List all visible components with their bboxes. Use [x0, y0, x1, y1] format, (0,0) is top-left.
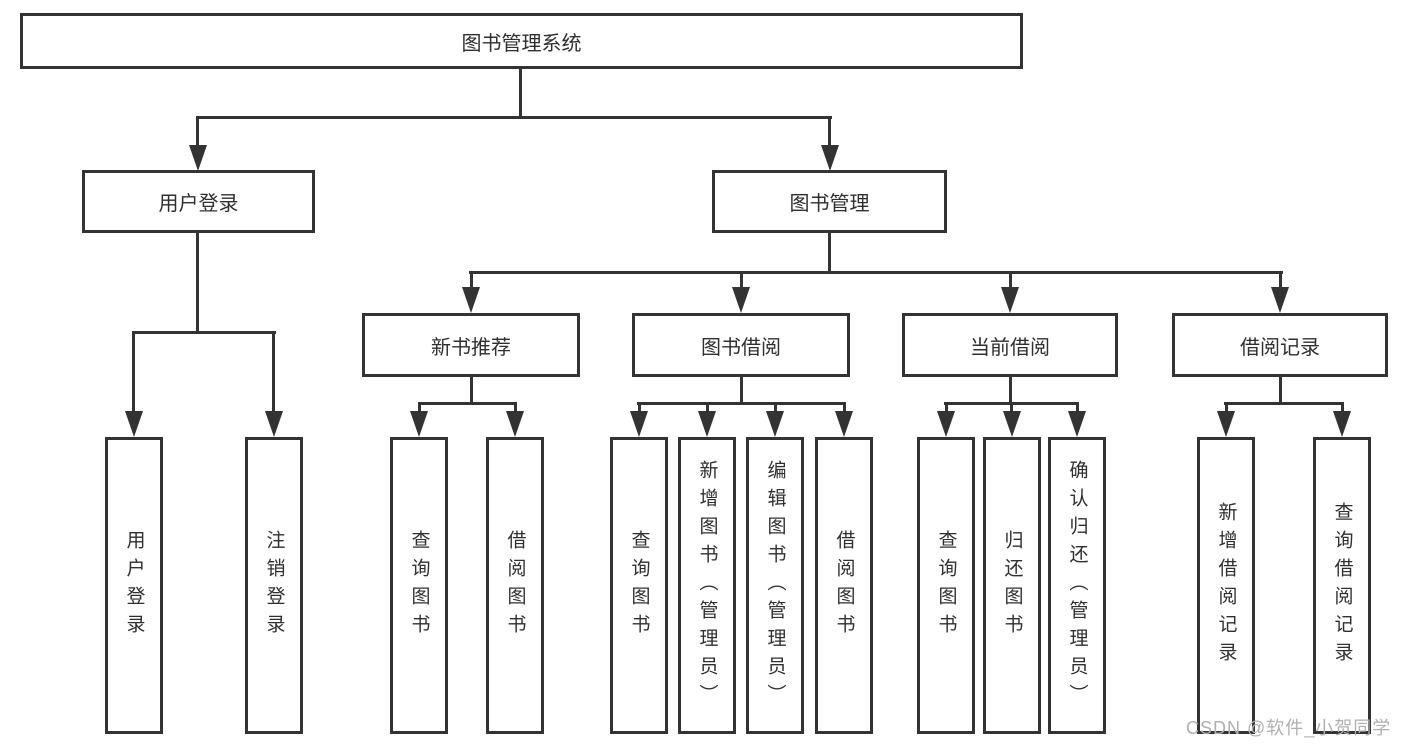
arrowhead-down [1001, 287, 1019, 313]
connector-line [828, 233, 831, 274]
arrowhead-down [1217, 411, 1235, 437]
connector-line [637, 402, 846, 405]
connector-line [1279, 271, 1282, 289]
connector-line [272, 331, 275, 411]
node-label: 新增借阅记录 [1215, 501, 1237, 670]
connector-line [828, 116, 831, 146]
connector-line [1279, 377, 1282, 404]
node-label: 查询借阅记录 [1331, 501, 1353, 670]
connector-line [132, 331, 135, 411]
node-label: 借阅记录 [1240, 336, 1320, 359]
arrowhead-down [265, 411, 283, 437]
node-borrow-books: 借阅图书 [815, 437, 873, 734]
connector-line [196, 116, 199, 146]
connector-line [519, 69, 522, 117]
connector-line [196, 233, 199, 333]
connector-line [740, 271, 743, 289]
arrowhead-down [1271, 287, 1289, 313]
arrowhead-down [630, 411, 648, 437]
node-borrow-books: 借阅图书 [486, 437, 544, 734]
connector-line [1225, 402, 1228, 412]
arrowhead-down [698, 411, 716, 437]
node-label: 用户登录 [158, 193, 239, 215]
node-return-books: 归还图书 [983, 437, 1041, 734]
node-label: 编辑图书（管理员） [764, 459, 786, 712]
node-query-books: 查询图书 [917, 437, 975, 734]
arrowhead-down [506, 411, 524, 437]
connector-line [1341, 402, 1344, 412]
node-label: 查询图书 [408, 529, 430, 642]
node-label: 图书管理 [789, 193, 870, 215]
arrowhead-down [189, 145, 207, 171]
node-current-borrow: 当前借阅 [902, 313, 1118, 377]
watermark-csdn: CSDN @软件_小贺同学 [1186, 718, 1392, 738]
arrowhead-down [1068, 411, 1086, 437]
node-label: 注销登录 [263, 529, 285, 642]
node-library-system: 图书管理系统 [20, 13, 1023, 69]
node-new-book-recommend: 新书推荐 [362, 313, 580, 377]
node-book-borrow: 图书借阅 [632, 313, 850, 377]
arrowhead-down [821, 145, 839, 171]
node-query-borrow-record: 查询借阅记录 [1313, 437, 1371, 734]
node-label: 图书借阅 [701, 336, 781, 359]
node-add-borrow-record: 新增借阅记录 [1197, 437, 1255, 734]
connector-line [638, 402, 641, 412]
connector-line [1009, 271, 1012, 289]
node-label: 新书推荐 [431, 336, 511, 359]
connector-line [706, 402, 709, 412]
arrowhead-down [732, 287, 750, 313]
connector-line [418, 402, 421, 412]
node-query-books: 查询图书 [610, 437, 668, 734]
arrowhead-down [766, 411, 784, 437]
node-query-books: 查询图书 [390, 437, 448, 734]
arrowhead-down [1333, 411, 1351, 437]
node-label: 借阅图书 [833, 529, 855, 642]
arrowhead-down [1003, 411, 1021, 437]
connector-line [843, 402, 846, 412]
node-label: 新增图书（管理员） [696, 459, 718, 712]
node-edit-book-admin: 编辑图书（管理员） [746, 437, 804, 734]
node-label: 图书管理系统 [461, 32, 582, 55]
arrowhead-down [410, 411, 428, 437]
node-user-login: 用户登录 [82, 170, 315, 233]
connector-line [470, 271, 473, 289]
connector-line [774, 402, 777, 412]
connector-line [470, 377, 473, 404]
node-label: 当前借阅 [970, 336, 1050, 359]
node-book-management: 图书管理 [712, 170, 947, 233]
connector-line [132, 331, 276, 334]
node-label: 借阅图书 [504, 529, 526, 642]
node-logout-action: 注销登录 [245, 437, 303, 734]
connector-line [945, 402, 948, 412]
node-label: 确认归还（管理员） [1066, 459, 1088, 712]
connector-line [1010, 402, 1013, 412]
node-confirm-return-admin: 确认归还（管理员） [1048, 437, 1106, 734]
arrowhead-down [835, 411, 853, 437]
node-label: 查询图书 [628, 529, 650, 642]
node-label: 归还图书 [1001, 529, 1023, 642]
node-borrow-records: 借阅记录 [1172, 313, 1388, 377]
node-user-login-action: 用户登录 [105, 437, 163, 734]
connector-line [740, 377, 743, 404]
node-label: 用户登录 [123, 529, 145, 642]
arrowhead-down [937, 411, 955, 437]
connector-line [469, 271, 1283, 274]
connector-line [1076, 402, 1079, 412]
node-add-book-admin: 新增图书（管理员） [678, 437, 736, 734]
connector-line [196, 116, 832, 119]
arrowhead-down [125, 411, 143, 437]
node-label: 查询图书 [935, 529, 957, 642]
connector-line [418, 402, 517, 405]
connector-line [1224, 402, 1344, 405]
arrowhead-down [462, 287, 480, 313]
connector-line [1009, 377, 1012, 404]
connector-line [514, 402, 517, 412]
